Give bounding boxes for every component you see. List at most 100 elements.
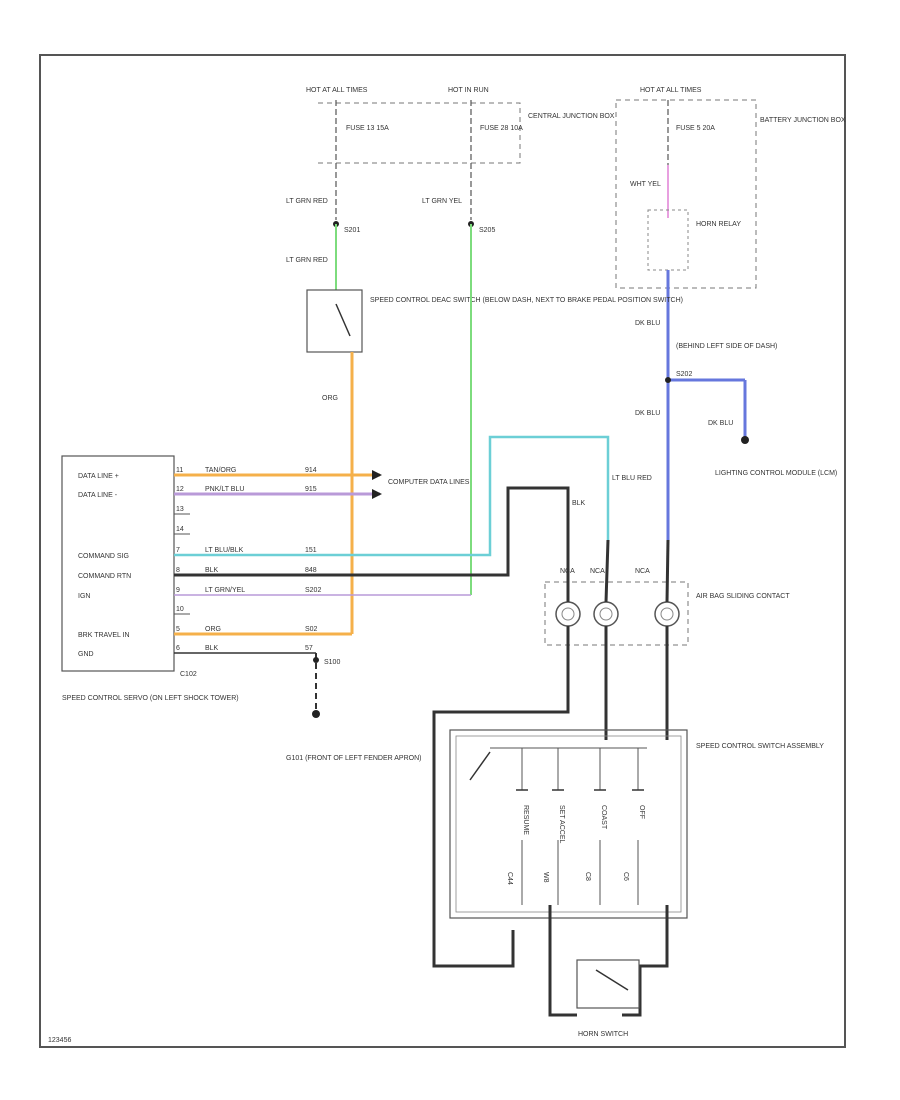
nca-label-3: NCA: [635, 568, 650, 575]
diagram-border: [39, 54, 846, 1048]
servo-pin-circuit: S202: [305, 587, 321, 594]
nca-label-2: NCA: [590, 568, 605, 575]
battery-junction-box-label: BATTERY JUNCTION BOX: [760, 117, 846, 124]
servo-pin-circuit: 151: [305, 547, 317, 554]
battery-junction-box-outline: [615, 99, 757, 289]
switch-assembly-label: SPEED CONTROL SWITCH ASSEMBLY: [696, 743, 824, 750]
servo-pin-circuit: 914: [305, 467, 317, 474]
s100-dot: [313, 657, 319, 663]
horn-relay-label: HORN RELAY: [696, 221, 741, 228]
switch-button-label: OFF: [638, 805, 645, 819]
lighting-module-label: LIGHTING CONTROL MODULE (LCM): [715, 470, 837, 477]
wire-coil1-down: [432, 626, 570, 968]
servo-pin-name: COMMAND RTN: [78, 573, 131, 580]
switch-button-label: RESUME: [522, 805, 529, 835]
servo-pin-number: 11: [176, 467, 183, 474]
fuse5-label: FUSE 5 20A: [676, 125, 715, 132]
servo-pin-name: BRK TRAVEL IN: [78, 632, 130, 639]
servo-pin-circuit: S02: [305, 626, 318, 633]
servo-pin-number: 12: [176, 486, 184, 493]
servo-pin-circuit: 848: [305, 567, 317, 574]
servo-pin-wire: PNK/LT BLU: [205, 486, 244, 493]
servo-pin-number: 7: [176, 547, 180, 554]
splice-s202-label: S202: [676, 371, 692, 378]
horn-switch-label: HORN SWITCH: [578, 1031, 628, 1038]
wire-blk-rtn: [174, 486, 570, 577]
fuse13-hot-label: HOT AT ALL TIMES: [306, 87, 368, 94]
arrow-data-minus: [372, 489, 382, 499]
servo-pin-circuit: 915: [305, 486, 317, 493]
servo-pin-wire: ORG: [205, 626, 221, 633]
central-junction-box-outline: [318, 102, 521, 164]
central-junction-box-label: CENTRAL JUNCTION BOX: [528, 113, 615, 120]
servo-pin-number: 8: [176, 567, 180, 574]
air-bag-sliding-contact: [544, 581, 689, 646]
brake-deac-switch: [306, 289, 363, 353]
s202-splice-dot: [665, 377, 671, 383]
servo-pin-number: 5: [176, 626, 180, 633]
wire-dk-blu-label-2: DK BLU: [635, 410, 660, 417]
wire-lt-blu-blk: [174, 435, 610, 557]
wire-into-coil-3: [665, 539, 670, 603]
lcm-terminal: [741, 436, 749, 444]
wire-wht-yel-label: WHT YEL: [630, 181, 661, 188]
air-bag-label: AIR BAG SLIDING CONTACT: [696, 593, 790, 600]
clockspring-coil-2: [593, 601, 619, 627]
servo-pin-wire: LT BLU/BLK: [205, 547, 244, 554]
wire-lt-grn-yel-label: LT GRN YEL: [422, 198, 462, 205]
splice-s201-label: S201: [344, 227, 360, 234]
wire-dk-blu-label-1: DK BLU: [635, 320, 660, 327]
switch-assembly-inner: [455, 735, 682, 913]
servo-pin-wire: TAN/ORG: [205, 467, 236, 474]
servo-pin-name: COMMAND SIG: [78, 553, 129, 560]
fuse5-hot-label: HOT AT ALL TIMES: [640, 87, 702, 94]
switch-main-contact: [469, 751, 491, 781]
brake-switch-label: SPEED CONTROL DEAC SWITCH (BELOW DASH, N…: [370, 297, 683, 304]
fuse28-hot-label: HOT IN RUN: [448, 87, 489, 94]
wire-into-coil-2: [604, 539, 610, 603]
switch-wire-label: C8: [584, 872, 591, 881]
clockspring-coil-3: [654, 601, 680, 627]
footer-code: 123456: [48, 1037, 71, 1044]
fuse13-label: FUSE 13 15A: [346, 125, 389, 132]
servo-pin-wire: BLK: [205, 567, 219, 574]
switch-wire-label: C6: [622, 872, 629, 881]
wire-dk-blu-label-3: DK BLU: [708, 420, 733, 427]
horn-relay: [647, 209, 689, 271]
servo-pin-name: DATA LINE -: [78, 492, 118, 499]
arrow-data-plus: [372, 470, 382, 480]
wire-switch-left: [548, 905, 577, 1017]
wire-lt-grn-red-label-2: LT GRN RED: [286, 257, 328, 264]
servo-pin-circuit: 57: [305, 645, 313, 652]
wire-switch-right: [622, 905, 669, 1017]
ground-terminal: [312, 710, 320, 718]
servo-pin-number: 9: [176, 587, 180, 594]
wire-org-label: ORG: [322, 395, 338, 402]
servo-pin-wire: BLK: [205, 645, 219, 652]
servo-pin-number: 13: [176, 506, 184, 513]
switch-wire-label: W8: [542, 872, 549, 883]
servo-pin-name: IGN: [78, 593, 90, 600]
speed-control-servo: [61, 455, 175, 672]
horn-switch: [576, 959, 640, 1009]
switch-button-label: COAST: [600, 805, 607, 830]
servo-pin-name: DATA LINE +: [78, 473, 119, 480]
ground-label: G101 (FRONT OF LEFT FENDER APRON): [286, 755, 422, 762]
behind-left-dash-label: (BEHIND LEFT SIDE OF DASH): [676, 343, 777, 350]
splice-s100-label: S100: [324, 659, 340, 666]
switch-wire-label: C44: [506, 872, 513, 885]
computer-data-lines-label: COMPUTER DATA LINES: [388, 479, 470, 486]
splice-s205-label: S205: [479, 227, 495, 234]
wire-blk-v-label: BLK: [572, 500, 586, 507]
clockspring-coil-1: [555, 601, 581, 627]
wire-lt-blu-red-label: LT BLU RED: [612, 475, 652, 482]
connector-c102-label: C102: [180, 671, 197, 678]
servo-pin-wire: LT GRN/YEL: [205, 587, 245, 594]
brake-switch-contact: [335, 303, 351, 337]
wire-lt-grn-red-label-1: LT GRN RED: [286, 198, 328, 205]
servo-pin-number: 10: [176, 606, 184, 613]
servo-label: SPEED CONTROL SERVO (ON LEFT SHOCK TOWER…: [62, 695, 239, 702]
